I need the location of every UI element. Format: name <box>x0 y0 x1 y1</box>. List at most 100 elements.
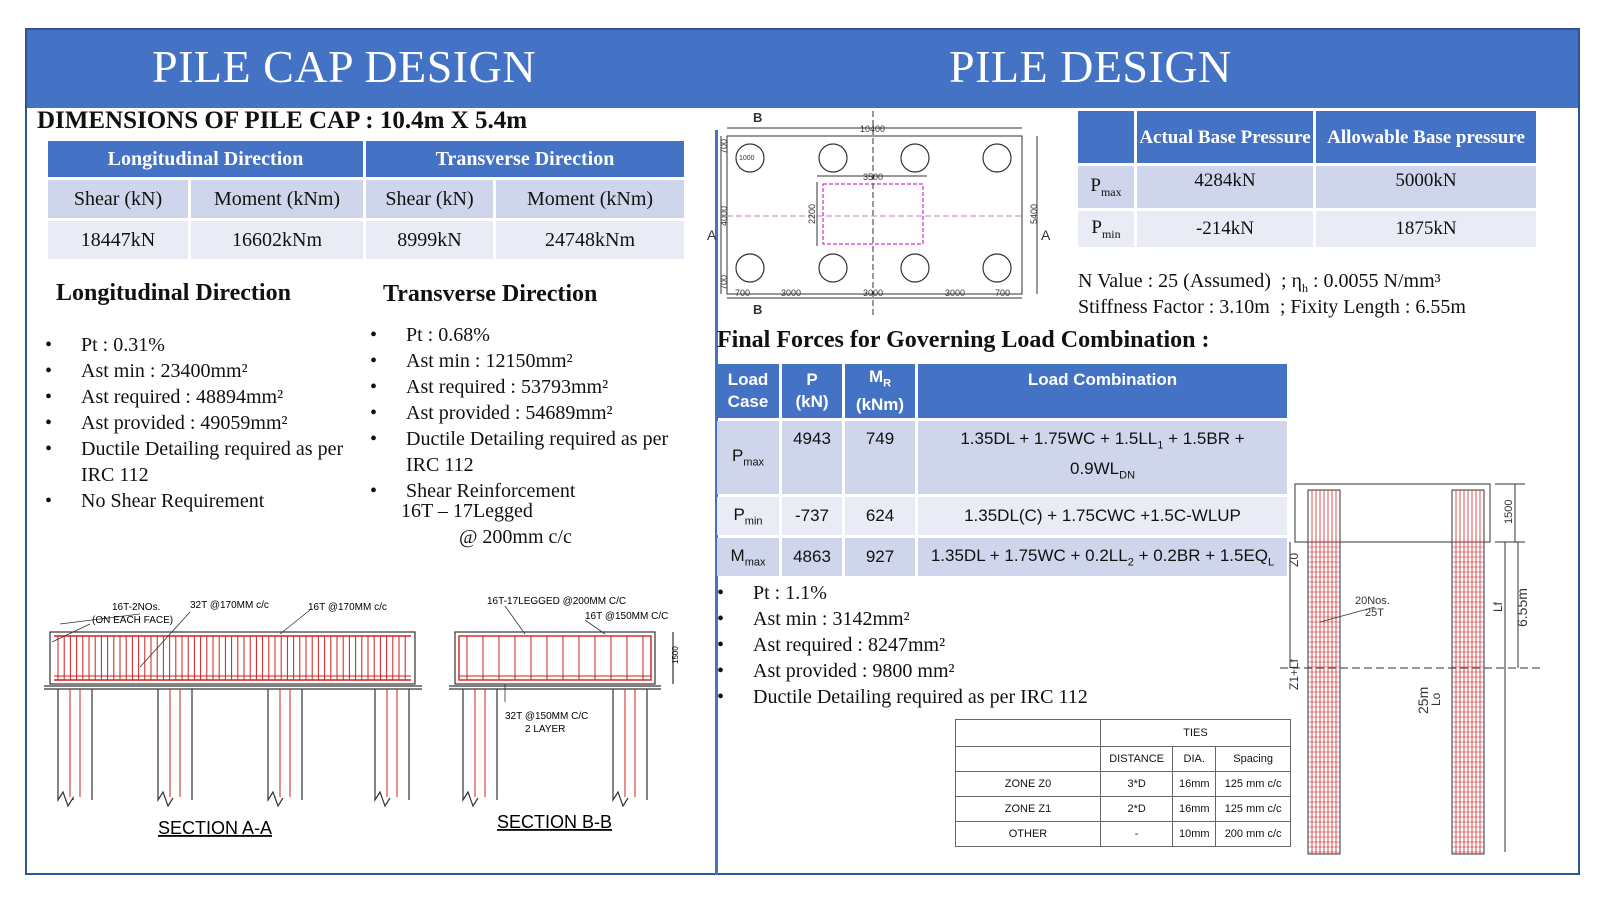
drawing-label: 2 LAYER <box>525 724 565 735</box>
pile-elevation-drawing: 1500 Z0 20Nos. 25T Lf 6.55m Z1+Lf 25m Lo <box>1280 483 1540 855</box>
ties-title: TIES <box>1100 719 1291 747</box>
dim-label: Z1+Lf <box>1287 658 1301 690</box>
ties-cell: 10mm <box>1172 821 1217 847</box>
dim-label: 2200 <box>807 204 817 224</box>
list-item: Ast min : 23400mm² <box>45 358 375 384</box>
value-cell: -214kN <box>1137 211 1313 247</box>
base-pressure-table: Actual Base Pressure Allowable Base pres… <box>1075 108 1539 250</box>
pile-cap-dimensions: DIMENSIONS OF PILE CAP : 10.4m X 5.4m <box>37 107 528 134</box>
header-allowable: Allowable Base pressure <box>1316 111 1536 163</box>
dim-label: 6.55m <box>1514 588 1530 627</box>
value-cell: 24748kNm <box>496 221 684 259</box>
value-cell: 18447kN <box>48 221 188 259</box>
dim-label: 10400 <box>860 124 885 134</box>
ties-cell: - <box>1099 821 1174 847</box>
row-case: Mmax <box>717 537 779 576</box>
drawing-label: (ON EACH FACE) <box>92 615 173 626</box>
value-cell: 4284kN <box>1137 166 1313 208</box>
drawing-label: 1500 <box>671 646 680 664</box>
value-cell: 1875kN <box>1316 211 1536 247</box>
dim-label: 5400 <box>1029 204 1039 224</box>
group-header-transverse: Transverse Direction <box>366 141 684 177</box>
col-header: Moment (kNm) <box>191 180 363 218</box>
header-actual: Actual Base Pressure <box>1137 111 1313 163</box>
dim-label: 1000 <box>739 155 755 162</box>
section-marker: B <box>753 302 762 317</box>
header-m: MR(kNm) <box>845 364 915 418</box>
dim-label: Lo <box>1429 692 1443 706</box>
value-cell: 624 <box>845 496 915 535</box>
pile-cap-heading: PILE CAP DESIGN <box>152 41 537 92</box>
pile-circle <box>900 253 930 283</box>
dim-label: 1500 <box>1503 500 1515 524</box>
section-marker: A <box>707 227 717 243</box>
value-cell: -737 <box>782 496 842 535</box>
list-item: Ductile Detailing required as per IRC 11… <box>717 684 1277 710</box>
ties-cell: OTHER <box>955 821 1101 847</box>
ties-cell: 3*D <box>1099 771 1174 797</box>
list-item: Ast required : 8247mm² <box>717 632 1277 658</box>
dim-label: 20Nos. <box>1355 595 1390 607</box>
value-cell: 4863 <box>782 537 842 576</box>
ties-cell: 16mm <box>1172 771 1217 797</box>
longitudinal-title: Longitudinal Direction <box>56 280 291 306</box>
list-item: Pt : 0.68% <box>370 322 695 348</box>
value-cell: 16602kNm <box>191 221 363 259</box>
pile-circle <box>735 253 765 283</box>
section-aa-drawing: 16T-2NOs. (ON EACH FACE) 32T @170MM c/c … <box>44 600 422 838</box>
list-item: Ast min : 3142mm² <box>717 606 1277 632</box>
ties-header: DIA. <box>1172 746 1217 772</box>
shear-reinforcement-line2: @ 200mm c/c <box>459 526 572 548</box>
list-item: Ast provided : 49059mm² <box>45 410 375 436</box>
value-cell: 927 <box>845 537 915 576</box>
pile-circle <box>735 143 765 173</box>
final-forces-title: Final Forces for Governing Load Combinat… <box>717 327 1210 353</box>
ties-cell: ZONE Z0 <box>955 771 1101 797</box>
list-item: Ast provided : 9800 mm² <box>717 658 1277 684</box>
dim-label: 3000 <box>945 288 965 298</box>
value-cell: 4943 <box>782 421 842 494</box>
pile-circle <box>818 253 848 283</box>
dim-label: 25m <box>1415 687 1431 714</box>
pile-circle <box>982 143 1012 173</box>
cap-outline <box>49 631 416 685</box>
list-item: Pt : 1.1% <box>717 580 1277 606</box>
list-item: Ast required : 48894mm² <box>45 384 375 410</box>
dim-label: Lf <box>1491 601 1505 612</box>
pile-plan-drawing: B A A B 10400 3500 2200 4000 5400 700 70… <box>707 110 1051 317</box>
row-case: Pmin <box>717 496 779 535</box>
dim-label: 4000 <box>719 206 729 226</box>
pile-list: Pt : 1.1% Ast min : 3142mm² Ast required… <box>717 580 1277 710</box>
dim-label: 700 <box>995 288 1010 298</box>
pile-cap-forces-table: Longitudinal Direction Transverse Direct… <box>45 138 687 262</box>
list-item: Ast min : 12150mm² <box>370 348 695 374</box>
section-divider <box>715 130 718 875</box>
ties-cell: 200 mm c/c <box>1215 821 1291 847</box>
section-marker: B <box>753 110 762 125</box>
dim-label: 700 <box>719 275 729 290</box>
combination-cell: 1.35DL + 1.75WC + 1.5LL1 + 1.5BR + 0.9WL… <box>918 421 1287 494</box>
col-header: Shear (kN) <box>366 180 493 218</box>
header-banner: PILE CAP DESIGN PILE DESIGN <box>27 30 1578 108</box>
section-bb-drawing: 16T-17LEGGED @200MM C/C 16T @150MM C/C 3… <box>449 596 680 832</box>
header-combination: Load Combination <box>918 364 1287 418</box>
row-label: Pmax <box>1078 166 1134 208</box>
dim-label: 3000 <box>863 288 883 298</box>
value-cell: 5000kN <box>1316 166 1536 208</box>
drawing-label: 16T-17LEGGED @200MM C/C <box>487 596 626 607</box>
header-p: P(kN) <box>782 364 842 418</box>
soil-line-2: Stiffness Factor : 3.10m ; Fixity Length… <box>1078 296 1466 318</box>
col-header: Moment (kNm) <box>496 180 684 218</box>
value-cell: 749 <box>845 421 915 494</box>
longitudinal-list: Pt : 0.31% Ast min : 23400mm² Ast requir… <box>45 332 375 514</box>
dim-label: 700 <box>735 288 750 298</box>
group-header-longitudinal: Longitudinal Direction <box>48 141 363 177</box>
ties-cell: ZONE Z1 <box>955 796 1101 822</box>
combination-cell: 1.35DL + 1.75WC + 0.2LL2 + 0.2BR + 1.5EQ… <box>918 537 1287 576</box>
drawing-label: 32T @170MM c/c <box>190 600 269 611</box>
col-header: Shear (kN) <box>48 180 188 218</box>
ties-cell: 2*D <box>1099 796 1174 822</box>
drawing-label: 16T-2NOs. <box>112 602 160 613</box>
